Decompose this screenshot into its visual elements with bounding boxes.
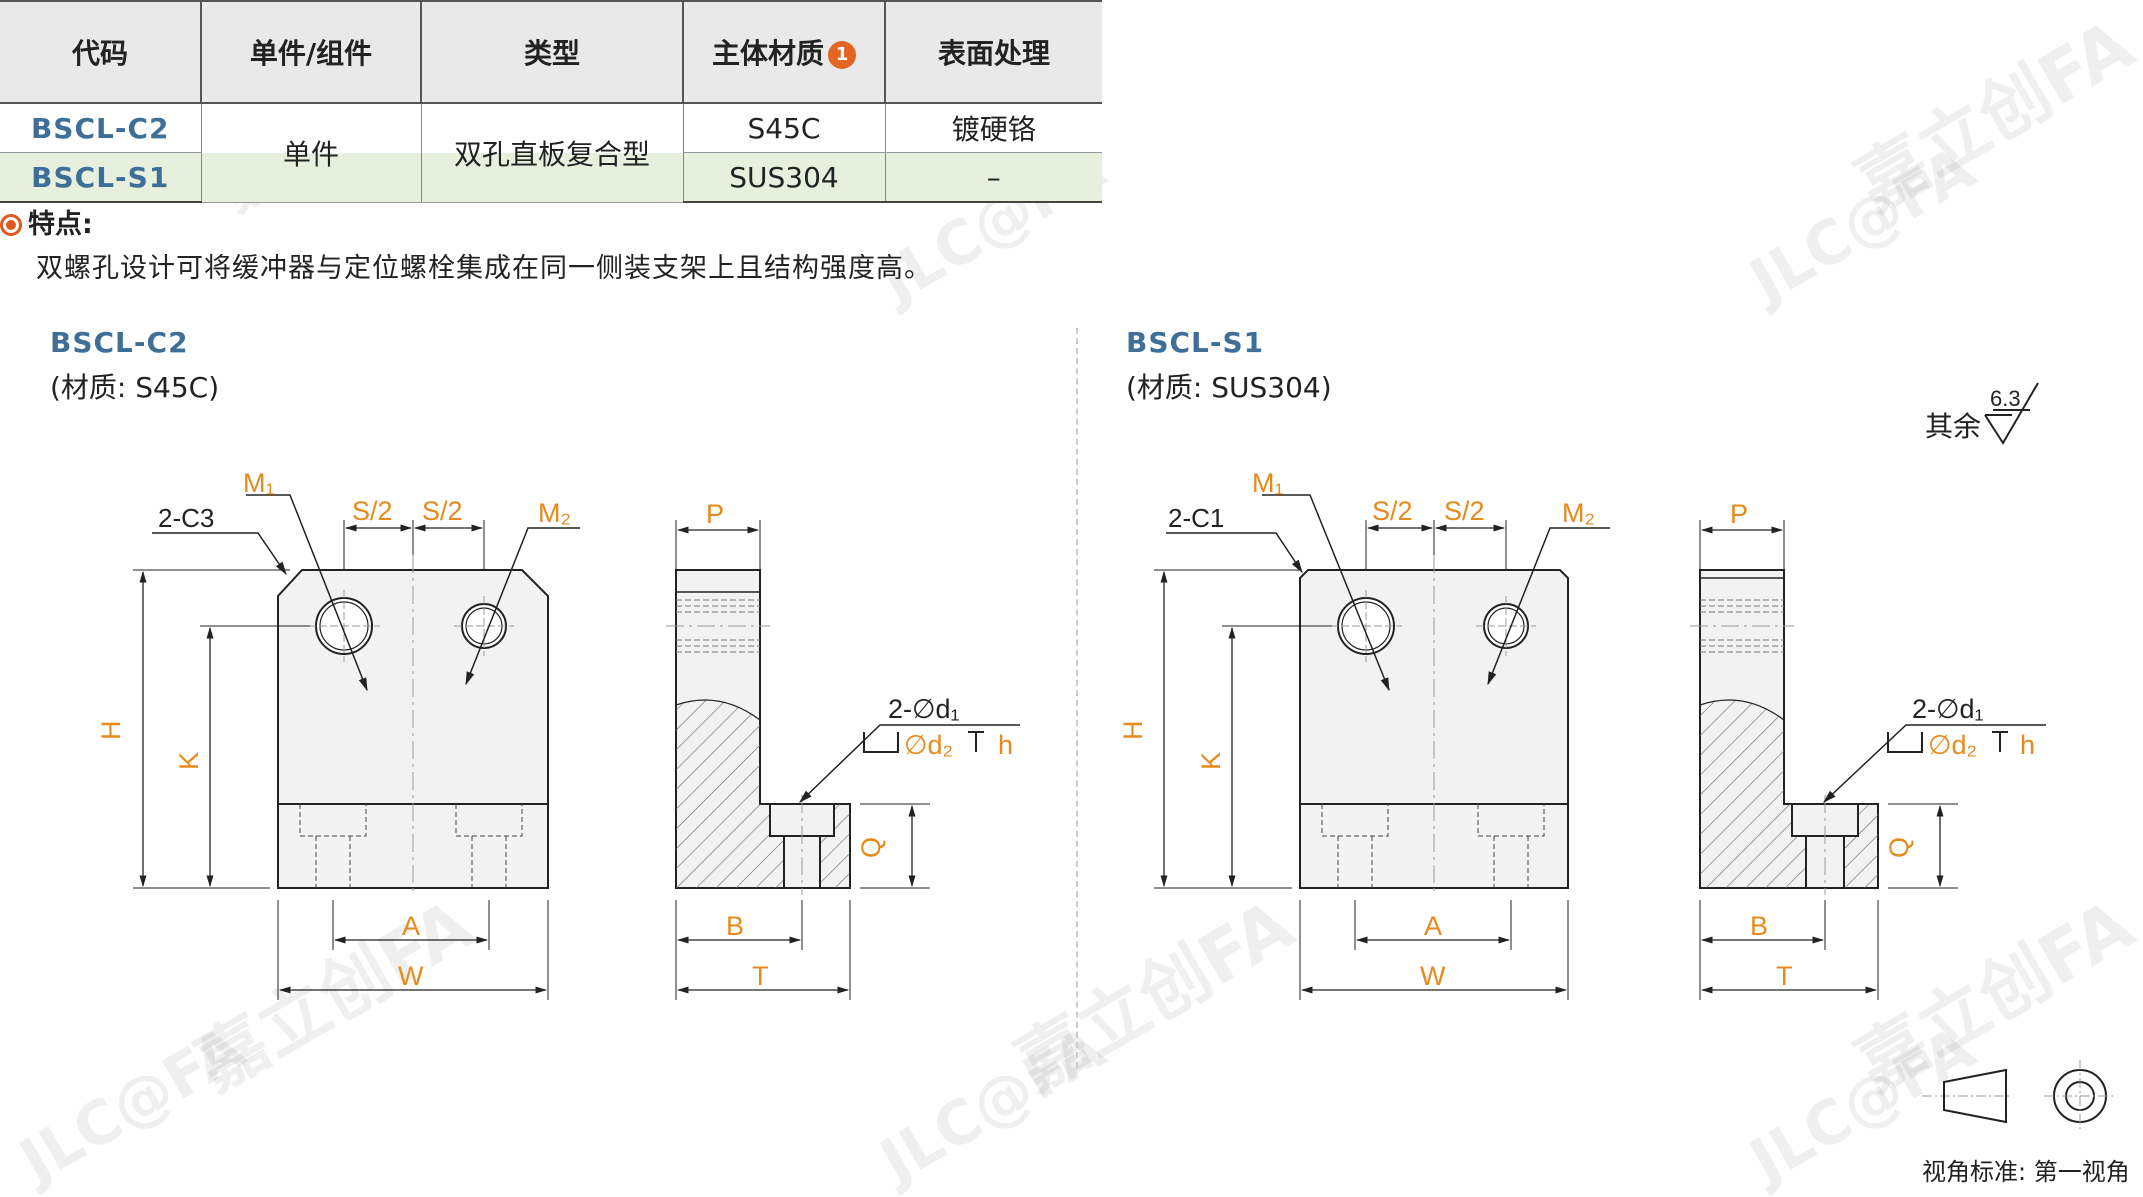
s1-depth-label: h <box>2020 730 2035 760</box>
roughness-symbol <box>1984 382 2039 445</box>
s1-label-b: B <box>1750 911 1768 941</box>
s1-label-t: T <box>1776 961 1793 991</box>
roughness-label: 其余 <box>1925 410 1982 443</box>
header-code: 代码 <box>0 0 202 104</box>
roughness-value: 6.3 <box>1990 386 2021 411</box>
c2-label-w: W <box>398 961 424 991</box>
row-surface: 镀硬铬 <box>884 103 1102 153</box>
table-row: BSCL-S1 SUS304 – <box>0 152 1102 203</box>
c2-label-p: P <box>706 499 724 529</box>
s1-label-m1: M₁ <box>1252 468 1284 498</box>
s1-front-view <box>1154 494 1610 1000</box>
s1-label-h: H <box>1118 721 1148 741</box>
row-code: BSCL-S1 <box>0 152 202 203</box>
c2-label-a: A <box>402 911 420 941</box>
model-title-s1: BSCL-S1 <box>1126 326 1265 359</box>
note-badge: 1 <box>828 41 856 69</box>
row-surface: – <box>884 152 1102 203</box>
c2-side-view <box>666 520 1020 1000</box>
s1-side-view <box>1690 520 2046 1000</box>
header-surface: 表面处理 <box>884 0 1102 104</box>
header-type: 类型 <box>420 0 684 104</box>
c2-counterbore-label: ∅d₂ <box>904 730 953 760</box>
c2-label-m1: M₁ <box>243 468 275 498</box>
s1-label-s-half: S/2 <box>1372 496 1413 526</box>
features-heading: 特点: <box>0 202 93 241</box>
s1-label-a: A <box>1424 911 1442 941</box>
c2-label-s-half: S/2 <box>422 496 463 526</box>
s1-label-s-half: S/2 <box>1444 496 1485 526</box>
row-unit-type: 单件 <box>200 103 422 203</box>
model-material-c2: (材质: S45C) <box>50 371 220 404</box>
s1-chamfer-label: 2-C1 <box>1168 503 1224 533</box>
c2-label-h: H <box>96 721 126 741</box>
c2-label-s-half: S/2 <box>352 496 393 526</box>
s1-counterbore-label: ∅d₂ <box>1928 730 1977 760</box>
model-title-c2: BSCL-C2 <box>50 326 189 359</box>
row-code: BSCL-C2 <box>0 103 202 153</box>
c2-label-t: T <box>752 961 769 991</box>
view-standard: 视角标准: 第一视角 <box>1922 1158 2130 1186</box>
c2-label-k: K <box>174 752 204 770</box>
row-type: 双孔直板复合型 <box>420 103 684 203</box>
s1-label-p: P <box>1730 499 1748 529</box>
header-material-label: 主体材质 <box>711 37 824 70</box>
c2-label-b: B <box>726 911 744 941</box>
s1-label-w: W <box>1420 961 1446 991</box>
s1-label-m2: M₂ <box>1562 498 1595 528</box>
c2-label-m2: M₂ <box>538 498 571 528</box>
c2-chamfer-label: 2-C3 <box>158 503 214 533</box>
features-description: 双螺孔设计可将缓冲器与定位螺栓集成在同一侧装支架上且结构强度高。 <box>36 253 932 284</box>
c2-depth-label: h <box>998 730 1013 760</box>
c2-front-view <box>133 494 580 1000</box>
c2-hole-label: 2-∅d₁ <box>888 694 960 724</box>
target-icon <box>0 214 22 236</box>
s1-hole-label: 2-∅d₁ <box>1912 694 1984 724</box>
s1-label-q: Q <box>1884 837 1914 858</box>
s1-label-k: K <box>1196 752 1226 770</box>
header-unit: 单件/组件 <box>200 0 422 104</box>
model-material-s1: (材质: SUS304) <box>1126 371 1332 404</box>
table-row: BSCL-C2 单件 双孔直板复合型 S45C 镀硬铬 <box>0 103 1102 203</box>
features-title: 特点: <box>28 209 93 240</box>
row-material: SUS304 <box>682 152 886 203</box>
section-divider <box>1076 328 1078 1068</box>
c2-label-q: Q <box>856 837 886 858</box>
row-material: S45C <box>682 103 886 153</box>
first-angle-projection-icon <box>1922 1060 2116 1132</box>
